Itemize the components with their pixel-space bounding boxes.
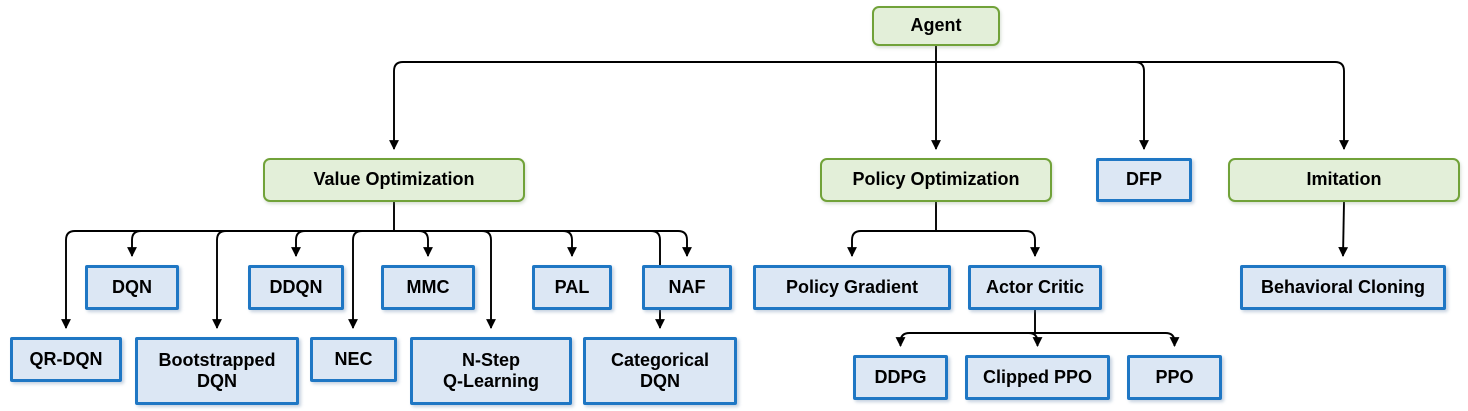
connector	[394, 230, 577, 257]
node-actor-critic[interactable]: Actor Critic	[968, 265, 1102, 310]
connector	[936, 61, 1349, 150]
node-pal[interactable]: PAL	[532, 265, 612, 310]
connector	[389, 61, 936, 150]
node-imitation[interactable]: Imitation	[1228, 158, 1460, 202]
node-label-n-step-q-learning: N-Step Q-Learning	[442, 349, 539, 391]
connector	[394, 230, 492, 241]
connector	[1035, 332, 1180, 347]
node-bootstrapped-dqn[interactable]: Bootstrapped DQN	[135, 337, 299, 405]
node-label-behavioral-cloning: Behavioral Cloning	[1260, 276, 1426, 297]
node-dqn[interactable]: DQN	[85, 265, 179, 310]
node-label-ddqn: DDQN	[269, 276, 323, 297]
connector	[394, 230, 661, 241]
node-value-optimization[interactable]: Value Optimization	[263, 158, 525, 202]
node-label-qr-dqn: QR-DQN	[29, 348, 103, 369]
node-label-bootstrapped-dqn: Bootstrapped DQN	[158, 349, 276, 391]
node-label-mmc: MMC	[406, 276, 450, 297]
node-label-pal: PAL	[554, 276, 590, 297]
node-label-actor-critic: Actor Critic	[985, 276, 1084, 297]
node-label-value-optimization: Value Optimization	[313, 169, 475, 190]
node-label-dfp: DFP	[1126, 169, 1162, 190]
node-label-dqn: DQN	[112, 276, 152, 297]
node-nec[interactable]: NEC	[310, 337, 397, 382]
connector	[895, 332, 1035, 347]
connector	[394, 230, 692, 257]
node-qr-dqn[interactable]: QR-DQN	[10, 337, 122, 382]
node-policy-gradient[interactable]: Policy Gradient	[753, 265, 951, 310]
node-ddqn[interactable]: DDQN	[248, 265, 344, 310]
node-agent[interactable]: Agent	[872, 6, 1000, 46]
node-label-clipped-ppo: Clipped PPO	[982, 366, 1092, 387]
node-label-ddpg: DDPG	[874, 366, 927, 387]
node-categorical-dqn[interactable]: Categorical DQN	[583, 337, 737, 405]
node-label-ppo: PPO	[1155, 366, 1194, 387]
node-clipped-ppo[interactable]: Clipped PPO	[965, 355, 1110, 400]
node-ppo[interactable]: PPO	[1127, 355, 1222, 400]
node-label-policy-gradient: Policy Gradient	[785, 276, 919, 297]
connector	[352, 230, 394, 241]
node-ddpg[interactable]: DDPG	[853, 355, 948, 400]
connector	[216, 230, 394, 241]
connector	[291, 230, 394, 257]
node-policy-optimization[interactable]: Policy Optimization	[820, 158, 1052, 202]
node-label-imitation: Imitation	[1306, 169, 1382, 190]
node-behavioral-cloning[interactable]: Behavioral Cloning	[1240, 265, 1446, 310]
connector	[936, 61, 1149, 150]
node-naf[interactable]: NAF	[642, 265, 732, 310]
node-label-categorical-dqn: Categorical DQN	[610, 349, 710, 391]
connector	[1027, 332, 1043, 347]
node-label-agent: Agent	[910, 15, 962, 36]
connector	[1338, 201, 1349, 257]
connector	[65, 230, 394, 241]
connector	[847, 230, 936, 257]
connector	[394, 230, 433, 257]
connector	[936, 230, 1040, 257]
node-label-naf: NAF	[668, 276, 706, 297]
connector	[127, 230, 394, 257]
node-dfp[interactable]: DFP	[1096, 158, 1192, 202]
node-label-nec: NEC	[334, 348, 373, 369]
node-n-step-q-learning[interactable]: N-Step Q-Learning	[410, 337, 572, 405]
node-label-policy-optimization: Policy Optimization	[852, 169, 1020, 190]
node-mmc[interactable]: MMC	[381, 265, 475, 310]
